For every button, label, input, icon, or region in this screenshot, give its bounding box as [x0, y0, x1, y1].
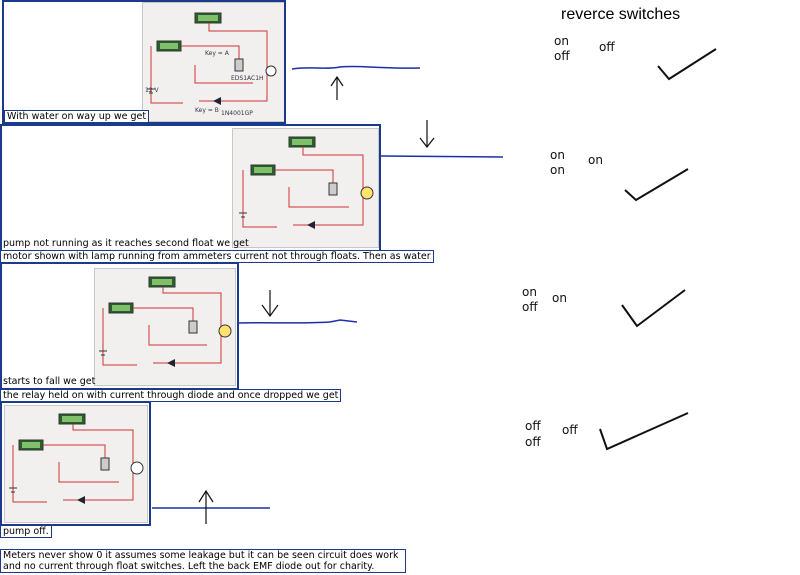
schematic-panel-3: starts to fall we get — [0, 262, 239, 390]
schematic-panel-4 — [0, 401, 151, 526]
key-b-label: Key = B — [195, 107, 219, 114]
water-level-line-3 — [237, 319, 358, 324]
circuit-diagram — [99, 276, 232, 367]
row4-right: off — [562, 423, 578, 437]
circuit-schematic: Key = A Key = B EDS1AC1H 1N4001GP 12 V — [142, 2, 284, 122]
circuit-schematic — [94, 268, 236, 386]
row1-left-top: on — [554, 34, 569, 48]
row2-right: on — [588, 153, 603, 167]
circuit-diagram — [239, 136, 374, 229]
water-level-line-1 — [291, 65, 421, 70]
row4-left-bottom: off — [525, 435, 541, 449]
circuit-schematic — [4, 405, 148, 523]
page-title: reverce switches — [561, 6, 681, 23]
up-arrow-4 — [198, 489, 214, 524]
panel-3-caption-2: the relay held on with current through d… — [0, 389, 342, 402]
row3-left-bottom: off — [522, 300, 538, 314]
circuit-schematic — [232, 128, 379, 248]
checkmark-3 — [621, 289, 686, 328]
checkmark-1 — [657, 48, 717, 81]
water-level-line-2 — [379, 155, 504, 158]
row2-left-bottom: on — [550, 163, 565, 177]
row1-left-bottom: off — [554, 49, 570, 63]
schematic-panel-1: Key = A Key = B EDS1AC1H 1N4001GP 12 V W… — [2, 0, 286, 124]
schematic-panel-2: pump not running as it reaches second fl… — [0, 124, 381, 252]
up-arrow-1 — [330, 75, 344, 100]
relay-label: EDS1AC1H — [231, 75, 264, 82]
row3-right: on — [552, 291, 567, 305]
panel-3-caption: starts to fall we get — [3, 376, 96, 387]
row4-left-top: off — [525, 419, 541, 433]
panel-4-caption-2: Meters never show 0 it assumes some leak… — [0, 549, 406, 573]
key-a-label: Key = A — [205, 50, 229, 57]
panel-2-caption: pump not running as it reaches second fl… — [3, 238, 249, 249]
row3-left-top: on — [522, 285, 537, 299]
panel-4-caption: pump off. — [0, 525, 52, 538]
checkmark-4 — [599, 412, 689, 451]
checkmark-2 — [624, 168, 689, 202]
row2-left-top: on — [550, 148, 565, 162]
down-arrow-3 — [261, 290, 279, 318]
circuit-diagram — [147, 12, 277, 105]
battery-label: 12 V — [145, 87, 159, 94]
panel-1-caption: With water on way up we get — [4, 110, 150, 122]
row1-right: off — [599, 40, 615, 54]
down-arrow-2 — [419, 120, 435, 148]
circuit-diagram — [9, 413, 144, 504]
diode-label: 1N4001GP — [221, 110, 253, 117]
